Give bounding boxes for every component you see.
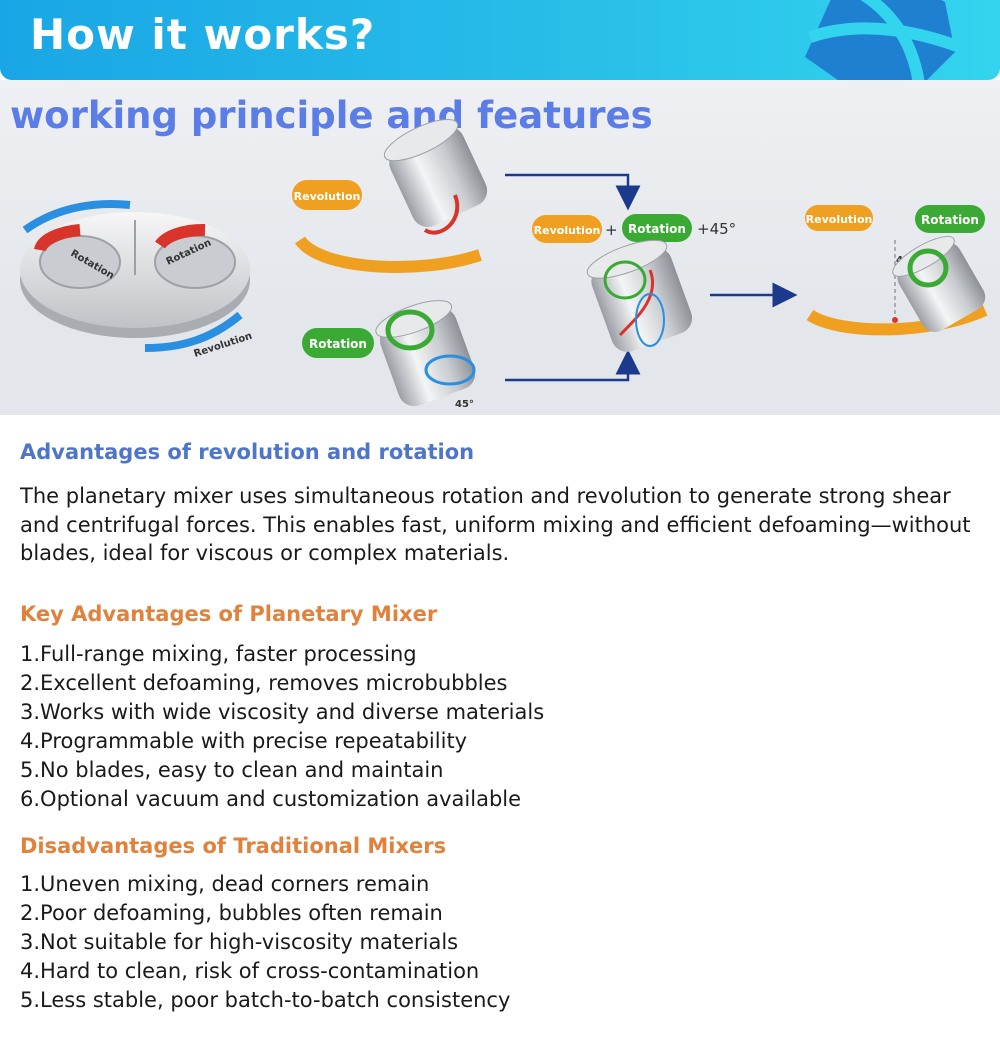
advantages-paragraph: The planetary mixer uses simultaneous ro… — [20, 484, 971, 565]
combo-rotation-pill: Rotation — [628, 222, 686, 236]
working-principle-diagram: working principle and features — [0, 80, 1000, 415]
disadvantages-heading: Disadvantages of Traditional Mixers — [20, 833, 447, 858]
pill-revolution: Revolution — [294, 190, 361, 203]
turntable-illustration: Rotation Rotation Revolution — [20, 200, 254, 360]
header-banner: How it works? — [0, 0, 1000, 80]
list-item: 1.Uneven mixing, dead corners remain — [20, 871, 430, 896]
result-motion-illustration: Revolution Rotation 45° — [805, 205, 988, 336]
list-item: 4.Programmable with precise repeatabilit… — [20, 728, 468, 753]
advantages-rotation-heading: Advantages of revolution and rotation — [20, 440, 475, 464]
combo-angle: +45° — [697, 220, 736, 238]
principle-illustration: Rotation Rotation Revolution Revolution … — [0, 118, 1000, 415]
result-rotation-pill: Rotation — [921, 213, 979, 227]
list-item: 3.Works with wide viscosity and diverse … — [20, 699, 545, 724]
key-advantages-heading: Key Advantages of Planetary Mixer — [20, 601, 438, 626]
list-item: 4.Hard to clean, risk of cross-contamina… — [20, 958, 480, 983]
label-angle-45-bottom: 45° — [455, 399, 474, 410]
combo-revolution-pill: Revolution — [534, 224, 601, 237]
revolution-illustration: Revolution — [292, 118, 488, 273]
plus-sign: + — [605, 221, 618, 239]
brand-logo-icon — [805, 0, 963, 80]
list-item: 3.Not suitable for high-viscosity materi… — [20, 929, 459, 954]
result-revolution-pill: Revolution — [806, 213, 873, 226]
list-item: 1.Full-range mixing, faster processing — [20, 641, 417, 666]
list-item: 5.Less stable, poor batch-to-batch consi… — [20, 987, 511, 1012]
diagram-title: working principle and features — [10, 94, 653, 137]
combined-motion-illustration: Revolution + Rotation +45° — [532, 214, 736, 352]
list-item: 5.No blades, easy to clean and maintain — [20, 757, 444, 782]
list-item: 2.Poor defoaming, bubbles often remain — [20, 900, 443, 925]
list-item: 6.Optional vacuum and customization avai… — [20, 786, 522, 811]
key-advantages-list: 1.Full-range mixing, faster processing 2… — [20, 640, 980, 814]
rotation-illustration: Rotation 45° — [302, 300, 476, 410]
page-title: How it works? — [30, 10, 376, 59]
disadvantages-list: 1.Uneven mixing, dead corners remain 2.P… — [20, 870, 980, 1015]
content-area: Advantages of revolution and rotation Th… — [20, 440, 980, 1015]
pill-rotation: Rotation — [309, 337, 367, 351]
list-item: 2.Excellent defoaming, removes microbubb… — [20, 670, 508, 695]
